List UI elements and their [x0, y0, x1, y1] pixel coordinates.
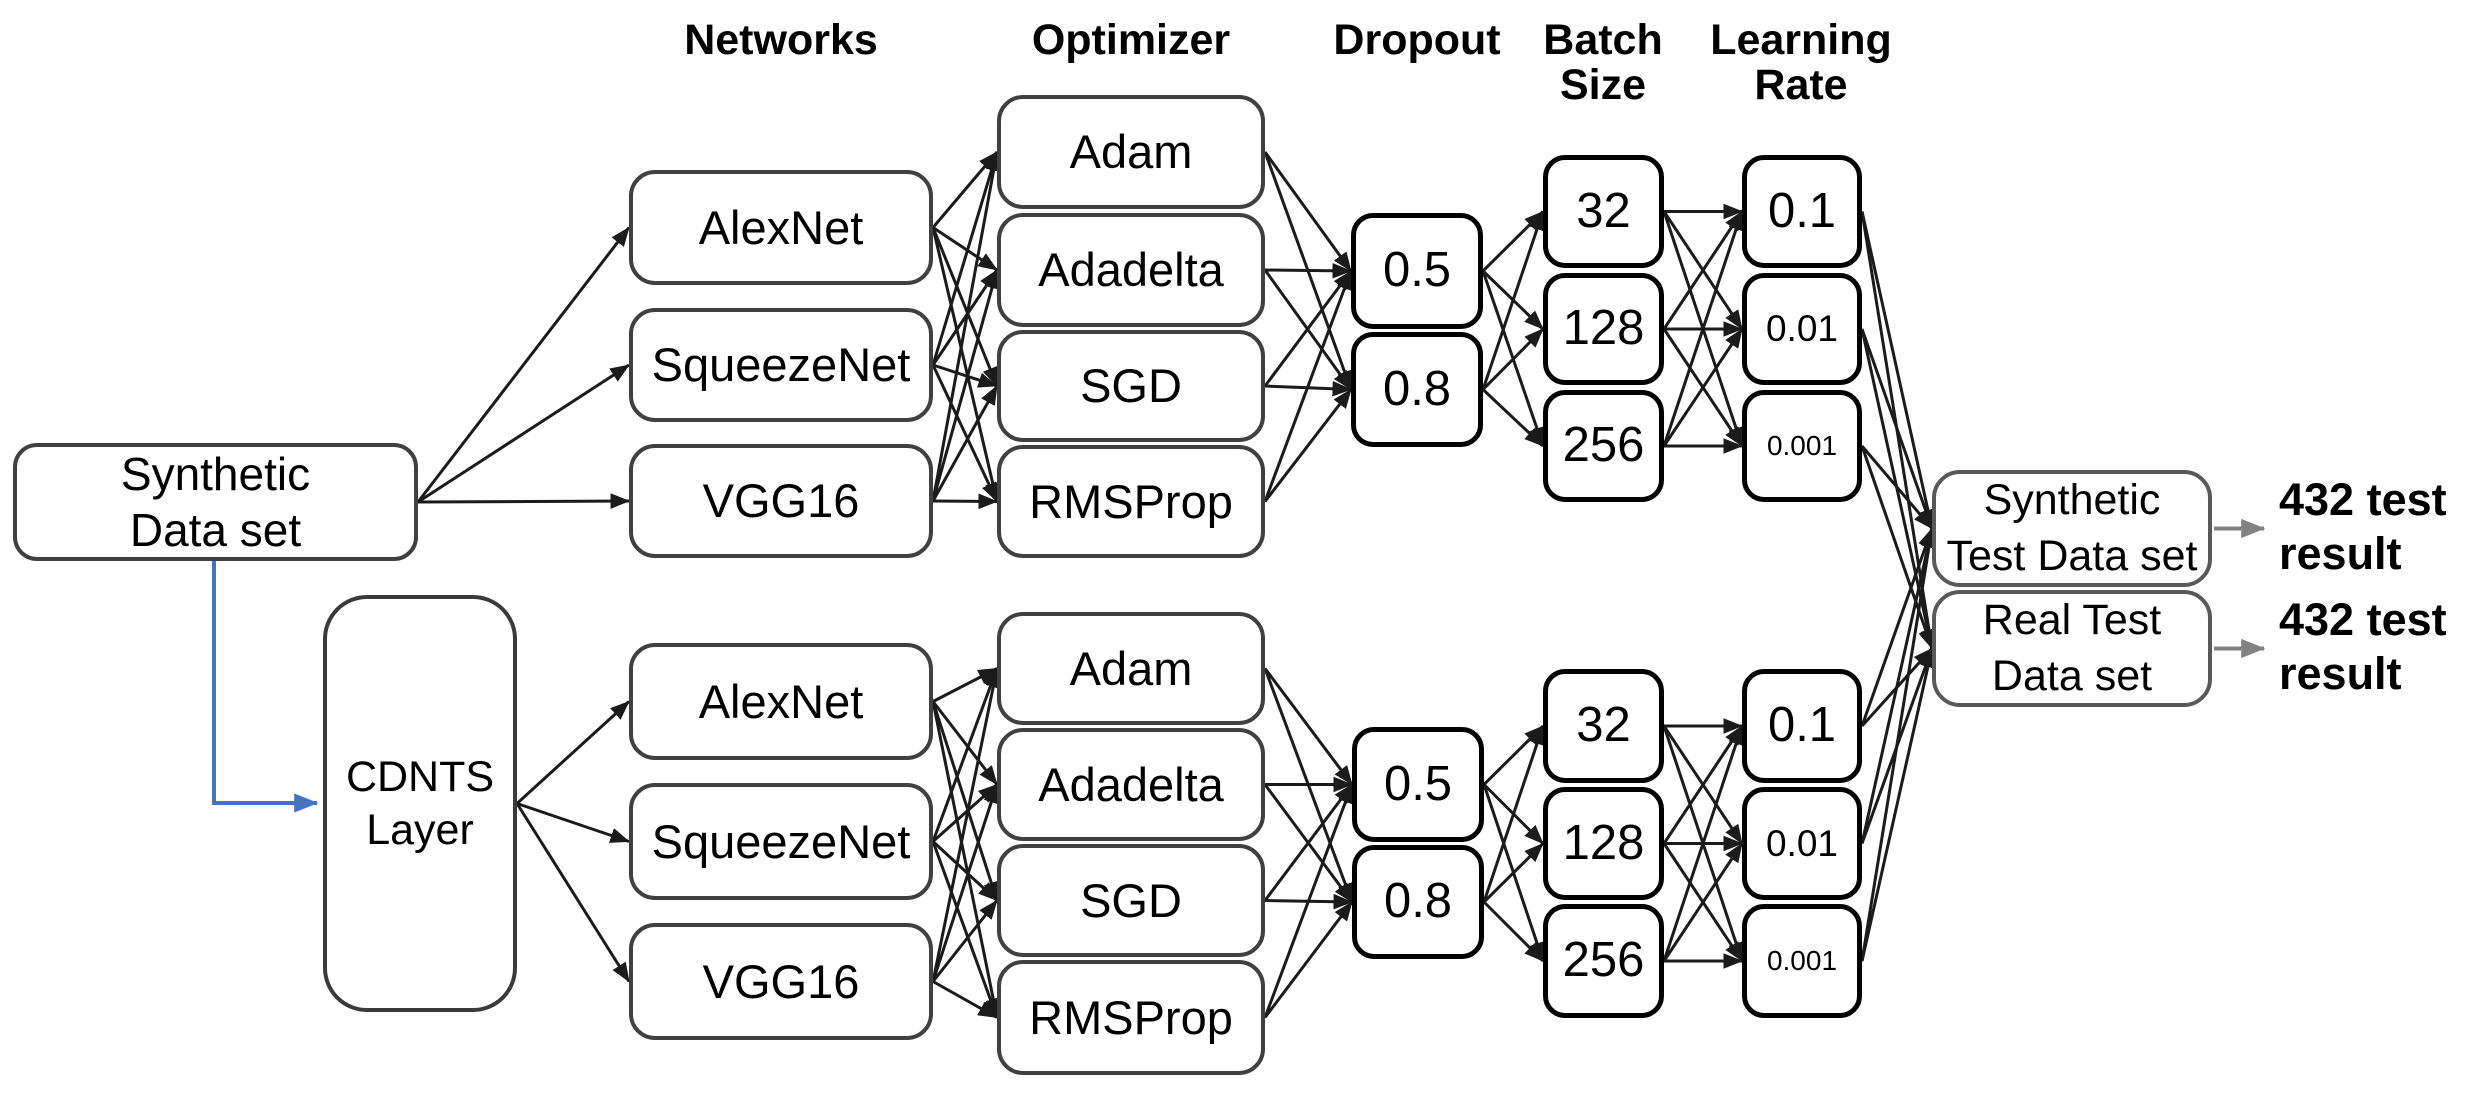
p2-lr-0001: 0.001 — [1742, 904, 1862, 1018]
node-label: 0.001 — [1766, 944, 1838, 976]
node-label: 256 — [1562, 933, 1645, 988]
node-label: Adam — [1069, 641, 1193, 695]
p1-batch-128: 128 — [1543, 273, 1664, 385]
node-label: 0.8 — [1383, 874, 1453, 929]
result-line1: 432 test — [2279, 474, 2447, 525]
node-label: SGD — [1080, 359, 1182, 413]
p1-network-alexnet: AlexNet — [629, 170, 933, 285]
p1-dropout-05: 0.5 — [1351, 213, 1483, 329]
node-label-line2: Layer — [366, 805, 474, 854]
node-label: 32 — [1576, 698, 1631, 753]
node-label: SqueezeNet — [651, 338, 911, 392]
node-label: 0.1 — [1767, 698, 1837, 753]
node-label: 32 — [1576, 183, 1631, 238]
node-real-test-dataset: Real Test Data set — [1932, 590, 2212, 707]
p2-optimizer-rmsprop: RMSProp — [997, 960, 1265, 1075]
header-label: Dropout — [1333, 16, 1501, 64]
p1-lr-0001: 0.001 — [1742, 390, 1862, 502]
node-label-line2: Data set — [1991, 651, 2153, 700]
header-optimizer: Optimizer — [1031, 16, 1231, 64]
header-batch-size: Batch Size — [1543, 16, 1663, 110]
header-label-line1: Batch — [1543, 16, 1663, 64]
result-line2: result — [2279, 528, 2402, 579]
p1-optimizer-sgd: SGD — [997, 330, 1265, 442]
result-line2: result — [2279, 648, 2402, 699]
node-label-line1: CDNTS — [345, 753, 495, 802]
p1-lr-001: 0.01 — [1742, 273, 1862, 385]
node-label: VGG16 — [702, 954, 860, 1008]
p1-optimizer-adadelta: Adadelta — [997, 213, 1265, 327]
node-label: SGD — [1080, 873, 1182, 927]
node-label: AlexNet — [698, 674, 864, 728]
node-label-line2: Data set — [129, 504, 302, 556]
node-label: 0.001 — [1766, 429, 1838, 461]
p2-batch-32: 32 — [1543, 669, 1664, 783]
node-label: VGG16 — [702, 474, 860, 528]
node-label: 0.01 — [1765, 822, 1838, 864]
header-label-line2: Size — [1559, 61, 1647, 110]
p1-network-squeezenet: SqueezeNet — [629, 308, 933, 422]
header-label: Optimizer — [1031, 16, 1231, 64]
p1-dropout-08: 0.8 — [1351, 332, 1483, 447]
node-label-line2: Test Data set — [1946, 531, 2198, 580]
p2-batch-256: 256 — [1543, 904, 1664, 1018]
p2-batch-128: 128 — [1543, 787, 1664, 900]
p1-network-vgg16: VGG16 — [629, 444, 933, 558]
header-label-line2: Rate — [1754, 61, 1848, 110]
p2-optimizer-adam: Adam — [997, 612, 1265, 725]
node-label: Adadelta — [1038, 243, 1224, 297]
node-label-line1: Real Test — [1982, 595, 2162, 644]
p2-network-squeezenet: SqueezeNet — [629, 783, 933, 900]
header-networks: Networks — [684, 16, 878, 64]
header-dropout: Dropout — [1333, 16, 1501, 64]
p2-lr-01: 0.1 — [1742, 669, 1862, 783]
node-label: RMSProp — [1029, 474, 1233, 528]
node-label-line1: Synthetic — [120, 447, 311, 500]
node-label: 0.5 — [1382, 243, 1452, 298]
p2-network-vgg16: VGG16 — [629, 923, 933, 1040]
p2-optimizer-adadelta: Adadelta — [997, 728, 1265, 841]
node-synthetic-dataset: Synthetic Data set — [13, 443, 418, 561]
result-real-test-count: 432 test result — [2279, 593, 2447, 701]
p2-network-alexnet: AlexNet — [629, 643, 933, 760]
node-label: SqueezeNet — [651, 814, 911, 868]
p1-lr-01: 0.1 — [1742, 155, 1862, 268]
header-label: Networks — [684, 16, 878, 64]
p1-batch-32: 32 — [1543, 155, 1664, 268]
node-label: 0.1 — [1767, 183, 1837, 238]
node-label: AlexNet — [698, 200, 864, 254]
node-label: 0.5 — [1383, 756, 1453, 811]
node-label: RMSProp — [1029, 990, 1233, 1044]
node-label: 256 — [1562, 418, 1645, 473]
node-label: 128 — [1562, 301, 1645, 356]
p2-lr-001: 0.01 — [1742, 787, 1862, 900]
header-learning-rate: Learning Rate — [1710, 16, 1892, 110]
node-label: 0.8 — [1382, 361, 1452, 416]
node-label: 0.01 — [1765, 308, 1838, 350]
node-cdnts-layer: CDNTS Layer — [323, 595, 517, 1012]
p1-optimizer-rmsprop: RMSProp — [997, 445, 1265, 558]
node-label: 128 — [1562, 815, 1645, 870]
result-line1: 432 test — [2279, 594, 2447, 645]
p2-optimizer-sgd: SGD — [997, 844, 1265, 957]
p1-optimizer-adam: Adam — [997, 95, 1265, 209]
header-label-line1: Learning — [1710, 16, 1892, 64]
node-label-line1: Synthetic — [1983, 475, 2161, 524]
p2-dropout-05: 0.5 — [1352, 727, 1484, 842]
p2-dropout-08: 0.8 — [1352, 845, 1484, 959]
node-label: Adam — [1069, 125, 1193, 179]
result-synthetic-test-count: 432 test result — [2279, 473, 2447, 581]
p1-batch-256: 256 — [1543, 390, 1664, 502]
node-label: Adadelta — [1038, 757, 1224, 811]
node-synthetic-test-dataset: Synthetic Test Data set — [1932, 470, 2212, 587]
